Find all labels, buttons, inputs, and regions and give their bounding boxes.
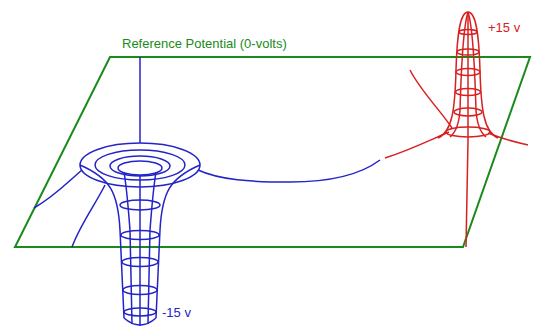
well-field-lines [34,57,380,247]
peak-field-lines [385,70,528,247]
potential-well [80,143,200,326]
well-voltage-label: -15 v [162,305,191,321]
peak-voltage-label: +15 v [488,20,520,36]
plane-label: Reference Potential (0-volts) [122,36,287,52]
reference-plane [15,57,530,247]
